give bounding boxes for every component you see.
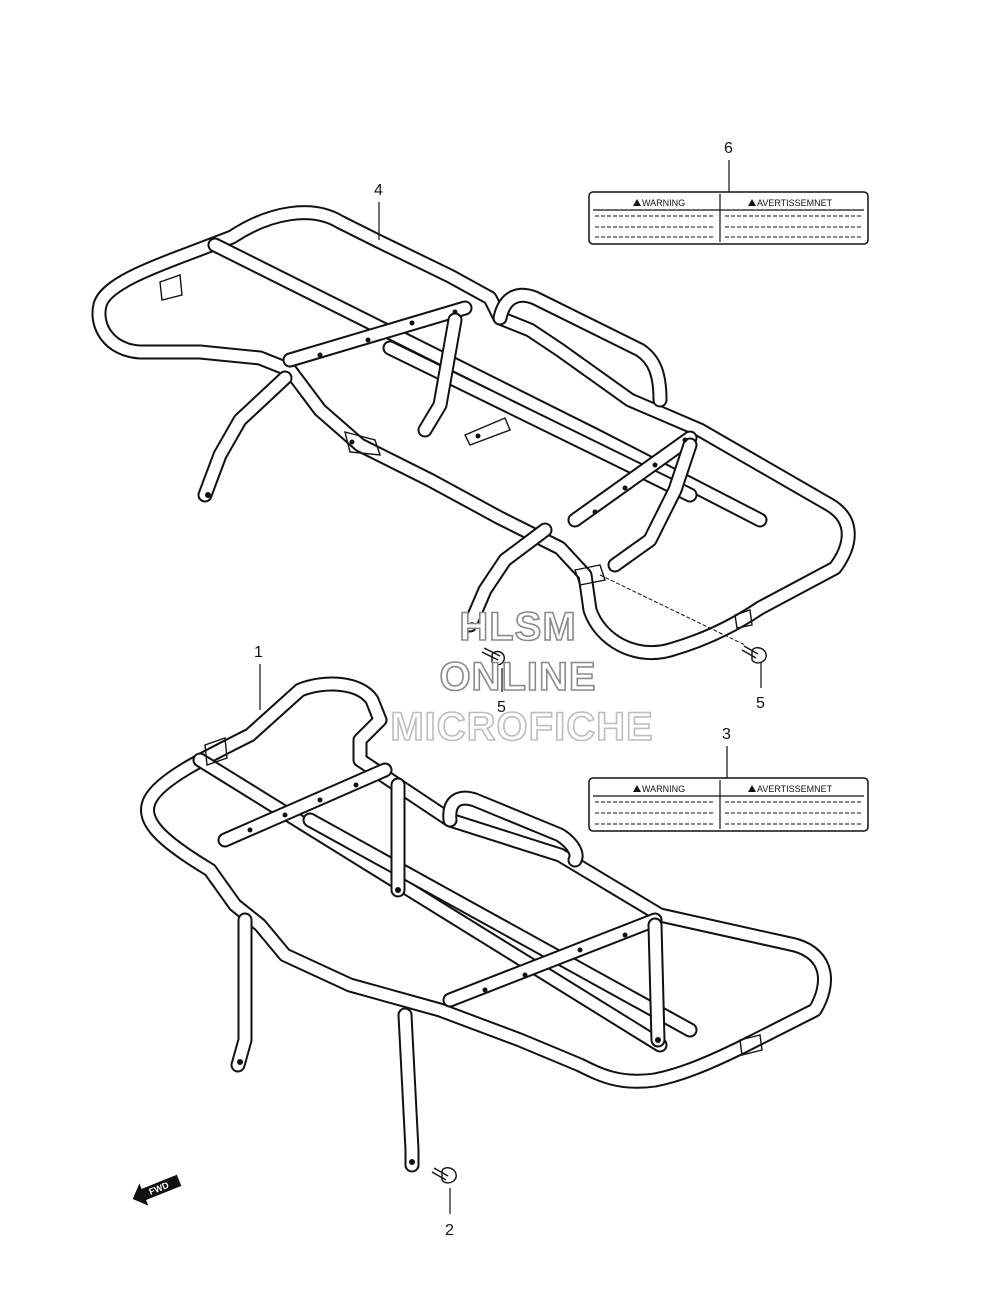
warning-triangle-icon <box>748 785 756 792</box>
rear-carrier-rack[interactable] <box>91 205 856 661</box>
callout-3[interactable]: 3 <box>722 726 731 778</box>
callout-number: 5 <box>497 699 506 716</box>
callout-number: 2 <box>445 1222 454 1239</box>
callout-number: 1 <box>254 644 263 661</box>
warning-triangle-icon <box>748 199 756 206</box>
bolt-right[interactable] <box>741 645 767 664</box>
warning-triangle-icon <box>633 785 641 792</box>
callout-number: 3 <box>722 726 731 743</box>
callout-5-right[interactable]: 5 <box>756 662 765 712</box>
warning-label-top[interactable]: WARNING AVERTISSEMNET <box>588 191 869 245</box>
bolt-left[interactable] <box>481 647 505 666</box>
callout-number: 5 <box>756 695 765 712</box>
warning-label-bottom[interactable]: WARNING AVERTISSEMNET <box>588 777 869 832</box>
front-carrier-rack[interactable] <box>140 676 832 1173</box>
label-warning-text: WARNING <box>642 198 685 208</box>
callout-5-left[interactable]: 5 <box>497 668 506 716</box>
label-warning-text: WARNING <box>642 784 685 794</box>
callout-1[interactable]: 1 <box>254 644 263 710</box>
callout-number: 6 <box>724 140 733 157</box>
label-avertissement-text: AVERTISSEMNET <box>757 784 833 794</box>
callout-4[interactable]: 4 <box>374 182 383 240</box>
watermark-line-3: MICROFICHE <box>390 705 653 749</box>
callout-2[interactable]: 2 <box>445 1188 454 1239</box>
watermark-line-2: ONLINE <box>439 655 596 699</box>
callout-6[interactable]: 6 <box>724 140 733 192</box>
label-avertissement-text: AVERTISSEMNET <box>757 198 833 208</box>
watermark-line-1: HLSM <box>459 605 576 649</box>
callout-number: 4 <box>374 182 383 199</box>
forward-arrow-icon: FWD <box>132 1174 182 1206</box>
bolt-bottom[interactable] <box>431 1167 457 1184</box>
warning-triangle-icon <box>633 199 641 206</box>
watermark: HLSM ONLINE MICROFICHE <box>390 604 654 750</box>
